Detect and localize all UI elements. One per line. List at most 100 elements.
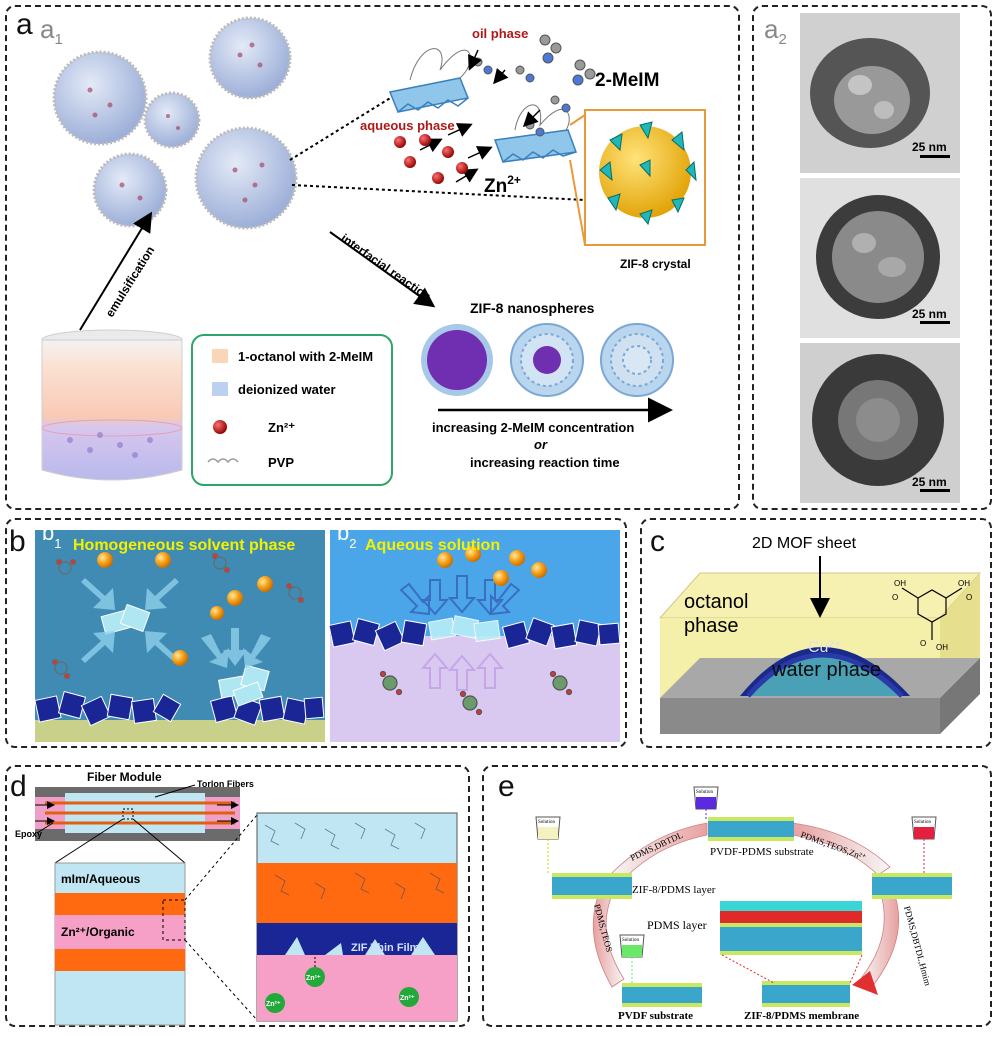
b2-index: b2	[337, 520, 356, 551]
zn-ion-label: Zn²⁺	[266, 1001, 281, 1008]
trend-line-1: increasing 2-MeIM concentration	[432, 420, 634, 435]
membrane-stack	[762, 981, 850, 1007]
pdms-layer-label: PDMS layer	[647, 918, 707, 932]
legend: 1-octanol with 2-MeIM deionized water Zn…	[191, 334, 393, 486]
aqueous-phase-label: aqueous phase	[360, 118, 455, 133]
membrane-stack	[872, 873, 952, 899]
beaker	[41, 329, 183, 481]
zn-dots-in-droplets	[87, 42, 265, 203]
fiber-module	[35, 784, 240, 841]
cu-label: Cu²⁺	[808, 639, 842, 656]
b2-title: Aqueous solution	[365, 537, 500, 554]
crystal-label: ZIF-8 crystal	[620, 257, 691, 271]
scale-bar-label: 25 nm	[912, 475, 947, 489]
panel-c-diagram: OH OH OH O O O 2D MOF sheet octanol phas…	[658, 535, 982, 734]
panel-c-label: c	[650, 525, 665, 558]
legend-pvp: PVP	[268, 455, 294, 470]
film-label: ZIF Thin Film	[351, 942, 420, 954]
beaker-icon	[619, 934, 645, 983]
o-label: O	[920, 639, 926, 648]
b1-image: b1 Homogeneous solvent phase	[34, 520, 325, 742]
tem-image: 25 nm	[800, 178, 960, 338]
emulsion-droplet	[208, 16, 292, 100]
beaker-label: Solution	[696, 790, 713, 795]
ligand-label: 2-MeIM	[595, 70, 659, 91]
emulsion-droplet	[52, 50, 148, 146]
scale-bar-label: 25 nm	[912, 307, 947, 321]
membrane-label: ZIF-8/PDMS membrane	[744, 1010, 859, 1022]
water-phase-label: water phase	[771, 659, 881, 681]
beaker-icon	[693, 786, 719, 819]
zn-ions	[394, 134, 468, 184]
panel-a1-label: a1	[40, 14, 63, 49]
fibers-label: Torlon Fibers	[197, 779, 254, 789]
b2-image: b2 Aqueous solution	[328, 520, 621, 742]
zn-label: Zn2+	[484, 173, 521, 197]
panel-e	[482, 765, 992, 1027]
emulsion-droplet-large	[194, 126, 298, 230]
panel-b-label: b	[9, 525, 26, 558]
nanosphere-core-shell	[510, 323, 584, 397]
emulsification-label: emulsification	[103, 244, 158, 320]
oil-phase-label: oil phase	[472, 26, 528, 41]
octanol-label-1: octanol	[684, 591, 749, 613]
trend-line-2: increasing reaction time	[470, 455, 620, 470]
interfacial-reaction-label: interfacial reaction	[338, 231, 433, 304]
nanosphere-solid	[421, 324, 493, 396]
fiber-cross-section	[54, 862, 186, 1026]
tem-image: 25 nm	[800, 343, 960, 503]
epoxy-label: Epoxy	[15, 829, 42, 839]
emulsion-droplet	[143, 91, 201, 149]
nanospheres-label: ZIF-8 nanospheres	[470, 300, 595, 316]
panel-e-label: e	[498, 770, 515, 803]
beaker-label: Solution	[538, 820, 555, 825]
membrane-stack	[622, 983, 702, 1007]
aqueous-label: mIm/Aqueous	[61, 872, 141, 886]
panel-c	[640, 518, 992, 748]
oh-label: OH	[958, 579, 970, 588]
panel-d-diagram: Fiber Module Torlon Fibers Epoxy mIm/Aqu…	[15, 770, 458, 1026]
trend-or: or	[534, 437, 548, 452]
panel-d-label: d	[10, 770, 27, 803]
organic-label: Zn²⁺/Organic	[61, 925, 135, 939]
beaker-icon	[911, 816, 937, 875]
o-label: O	[966, 593, 972, 602]
pvdf-pdms-label: PVDF-PDMS substrate	[710, 846, 814, 858]
panel-a2-label: a2	[764, 14, 787, 49]
membrane-stack	[552, 873, 632, 899]
zn-ion-label: Zn²⁺	[400, 995, 415, 1002]
panel-a	[5, 5, 740, 510]
panel-a-diagram: oil phase aqueous phase 2-MeIM Zn2+	[41, 16, 706, 486]
sheet-label: 2D MOF sheet	[752, 535, 857, 552]
legend-water: deionized water	[238, 382, 336, 397]
nanosphere-hollow	[600, 323, 674, 397]
interface-strip	[493, 129, 578, 163]
octanol-label-2: phase	[684, 615, 739, 637]
panel-b	[5, 518, 627, 748]
tem-image: 25 nm	[800, 13, 960, 173]
membrane-stack	[708, 817, 794, 841]
tem-images: 25 nm 25 nm 25 nm	[800, 13, 960, 503]
pvdf-label: PVDF substrate	[618, 1010, 693, 1022]
b1-title: Homogeneous solvent phase	[73, 537, 295, 554]
beaker-icon	[535, 816, 561, 875]
arrow-label: PDMS,DBTDL,Hmim	[902, 905, 933, 987]
zn-ion-label: Zn²⁺	[306, 975, 321, 982]
arrow-label: PDMS,DBTDL	[629, 830, 685, 863]
panel-b-diagram: b1 Homogeneous solvent phase	[34, 520, 621, 742]
zif-layer-label: ZIF-8/PDMS layer	[632, 884, 716, 896]
zif8-crystal-inset	[569, 109, 706, 246]
beaker-label: Solution	[622, 938, 639, 943]
beaker-label: Solution	[914, 820, 931, 825]
btc-molecule	[901, 587, 963, 640]
panel-a-label: a	[16, 8, 33, 41]
emulsion-droplet	[92, 152, 168, 228]
panel-a2	[752, 5, 992, 510]
panel-e-diagram: PDMS,DBTDL PDMS,TEOS,Zn²⁺ PDMS,TEOS PDMS…	[535, 786, 952, 1022]
thin-film-zoom	[256, 812, 458, 1022]
panel-d	[5, 765, 470, 1027]
o-label: O	[892, 593, 898, 602]
oh-label: OH	[936, 643, 948, 652]
legend-octanol: 1-octanol with 2-MeIM	[238, 349, 373, 364]
interface-strip	[388, 77, 470, 113]
